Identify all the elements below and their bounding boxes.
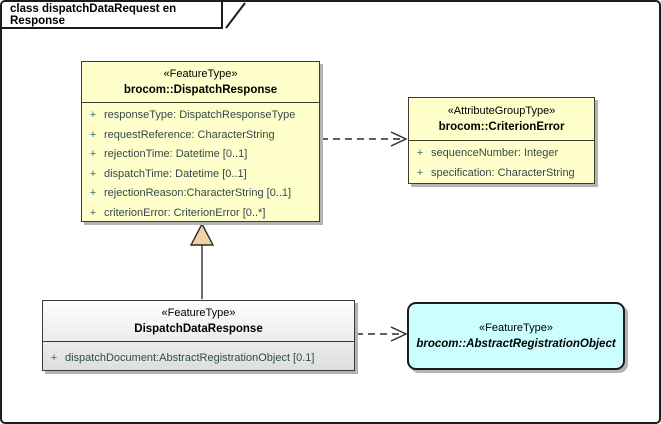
class-header: «AttributeGroupType» brocom::CriterionEr…	[409, 98, 594, 141]
class-box-abstract-registration-object[interactable]: «FeatureType» brocom::AbstractRegistrati…	[407, 302, 625, 370]
attribute-text: dispatchTime: Datetime [0..1]	[104, 167, 247, 180]
visibility-marker: +	[89, 148, 97, 160]
dependency-arrow-criterion-error[interactable]	[321, 131, 408, 147]
attribute-text: rejectionReason:CharacterString [0..1]	[104, 187, 292, 199]
visibility-marker: +	[416, 166, 424, 179]
stereotype-label: «FeatureType»	[163, 67, 238, 80]
attribute-row[interactable]: + rejectionTime: Datetime [0..1]	[82, 145, 319, 165]
attribute-text: requestReference: CharacterString	[104, 128, 275, 141]
attribute-row[interactable]: + responseType: DispatchResponseType	[82, 106, 319, 126]
attribute-compartment: + responseType: DispatchResponseType + r…	[82, 103, 319, 223]
attribute-text: rejectionTime: Datetime [0..1]	[104, 148, 248, 160]
visibility-marker: +	[50, 352, 58, 364]
attribute-compartment: + sequenceNumber: Integer + specificatio…	[409, 141, 594, 183]
attribute-row[interactable]: + criterionError: CriterionError [0..*]	[82, 204, 319, 224]
visibility-marker: +	[89, 167, 97, 180]
attribute-text: criterionError: CriterionError [0..*]	[104, 206, 266, 219]
frame-tab-slash	[225, 2, 246, 29]
stereotype-label: «AttributeGroupType»	[447, 104, 556, 117]
generalization-arrow[interactable]	[189, 222, 215, 299]
visibility-marker: +	[89, 128, 97, 141]
diagram-frame-tab: class dispatchDataRequest en Response	[2, 2, 223, 29]
class-box-criterion-error[interactable]: «AttributeGroupType» brocom::CriterionEr…	[408, 97, 595, 184]
class-box-dispatch-data-response[interactable]: «FeatureType» DispatchDataResponse + dis…	[42, 300, 355, 371]
diagram-title: class dispatchDataRequest en Response	[10, 2, 177, 27]
attribute-row[interactable]: + specification: CharacterString	[409, 164, 594, 184]
visibility-marker: +	[89, 206, 97, 219]
attribute-compartment: + dispatchDocument:AbstractRegistrationO…	[43, 342, 354, 371]
attribute-row[interactable]: + rejectionReason:CharacterString [0..1]	[82, 184, 319, 204]
class-name: DispatchDataResponse	[134, 322, 263, 335]
dependency-arrow-abstract-registration[interactable]	[356, 326, 408, 342]
class-header: «FeatureType» DispatchDataResponse	[43, 301, 354, 342]
class-header: «FeatureType» brocom::DispatchResponse	[82, 62, 319, 103]
attribute-row[interactable]: + sequenceNumber: Integer	[409, 144, 594, 164]
stereotype-label: «FeatureType»	[161, 306, 236, 319]
attribute-text: dispatchDocument:AbstractRegistrationObj…	[65, 352, 315, 364]
class-name: brocom::DispatchResponse	[123, 83, 278, 96]
attribute-text: sequenceNumber: Integer	[431, 147, 559, 159]
visibility-marker: +	[89, 109, 97, 121]
attribute-row[interactable]: + dispatchTime: Datetime [0..1]	[82, 165, 319, 185]
visibility-marker: +	[416, 147, 424, 159]
attribute-text: specification: CharacterString	[431, 166, 575, 179]
attribute-text: responseType: DispatchResponseType	[104, 109, 296, 121]
class-name: brocom::AbstractRegistrationObject	[416, 337, 616, 350]
attribute-row[interactable]: + dispatchDocument:AbstractRegistrationO…	[43, 345, 354, 371]
class-name: brocom::CriterionError	[438, 120, 565, 133]
generalization-triangle-icon	[189, 222, 215, 246]
class-box-dispatch-response[interactable]: «FeatureType» brocom::DispatchResponse +…	[81, 61, 320, 222]
stereotype-label: «FeatureType»	[479, 321, 553, 334]
attribute-row[interactable]: + requestReference: CharacterString	[82, 126, 319, 146]
visibility-marker: +	[89, 187, 97, 199]
